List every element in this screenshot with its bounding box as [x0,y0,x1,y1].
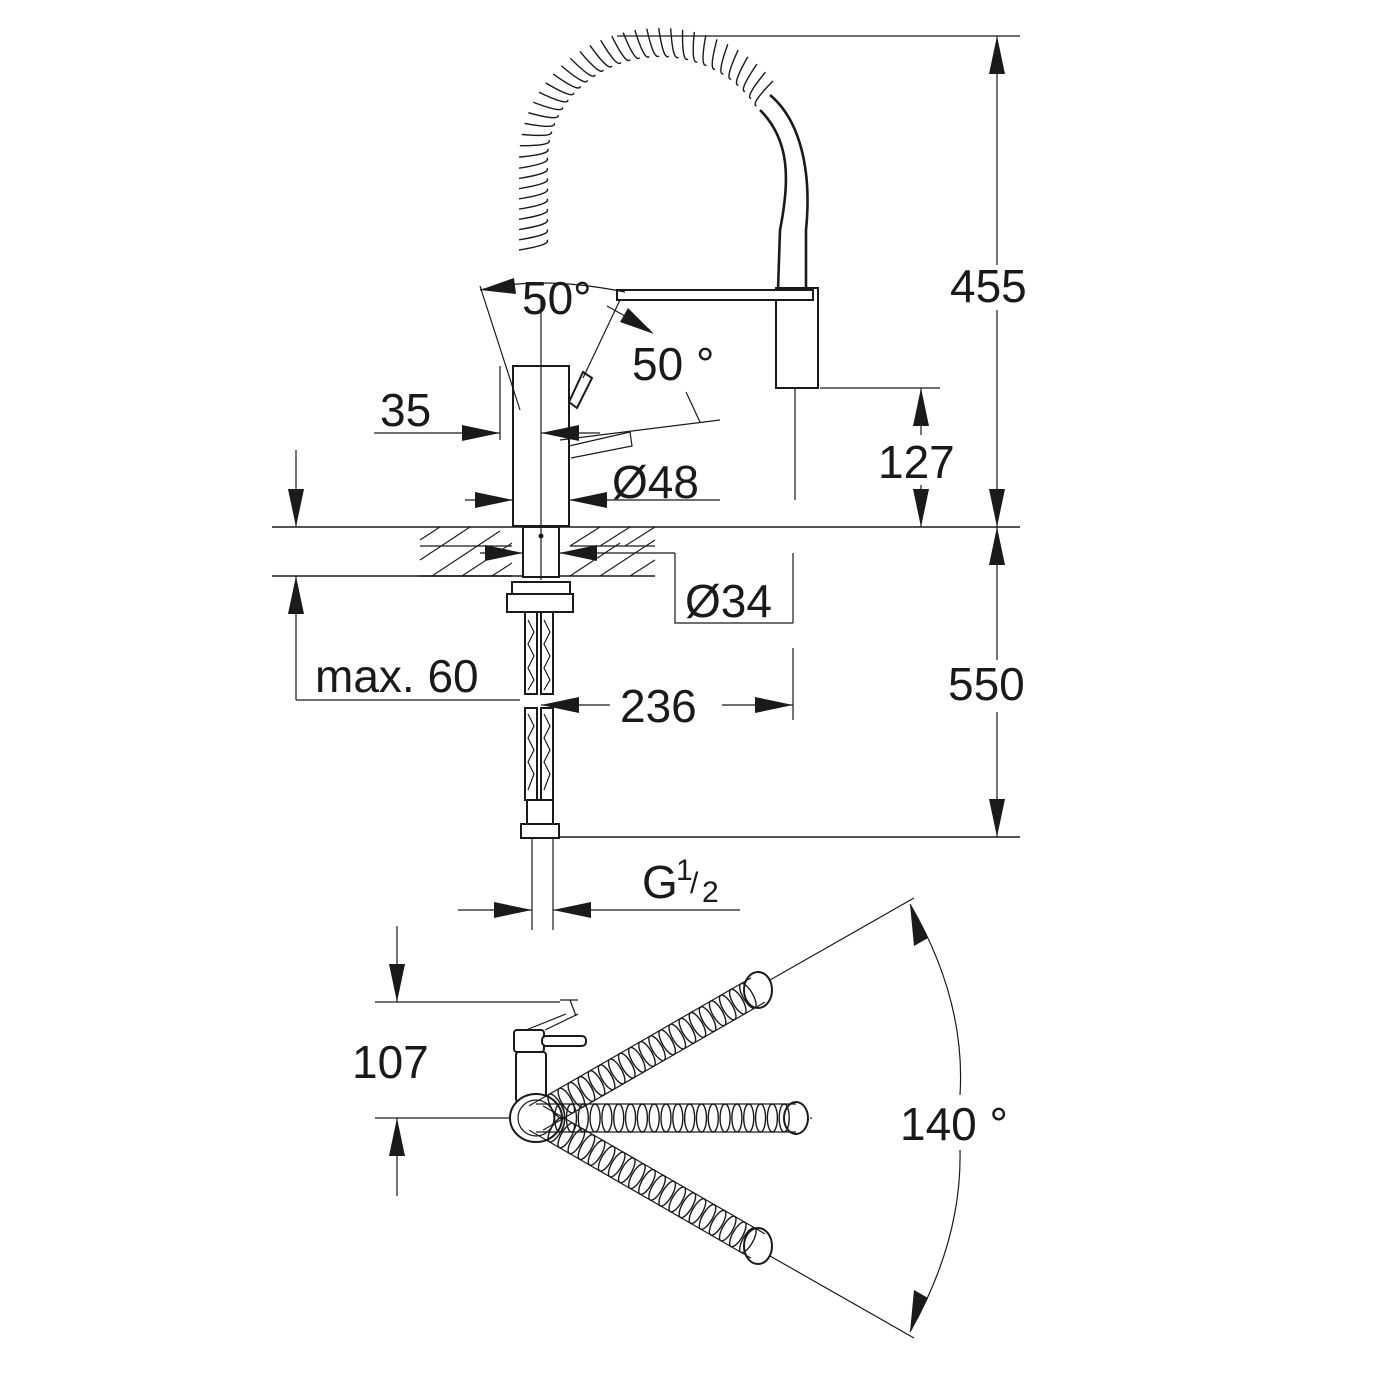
coil-winding [669,28,679,59]
top-coil-loop [719,1103,731,1133]
coil-winding [569,57,596,77]
lever [479,285,721,459]
coil-winding [589,45,613,68]
top-coil-loop [589,1103,601,1133]
coil-winding [728,49,739,80]
spring-coil [518,27,774,251]
coil-winding [560,65,589,83]
dim-swivel-angle: 140 ° [900,903,1008,1333]
coil-winding [521,131,553,137]
top-coil-edge [542,1105,766,1235]
dim-body-diameter: Ø48 [465,456,720,508]
coil-winding [519,139,551,147]
top-coil-loop [672,1103,684,1133]
coil-winding [524,122,556,128]
supply-hoses [506,581,1020,930]
coil-winding [748,71,766,100]
coil-winding [579,50,604,72]
coil-winding [518,188,549,200]
coil-winding [518,148,549,158]
coil-winding [622,32,641,60]
top-coil-loop [743,1103,755,1133]
top-coil-loop [601,1103,613,1133]
coil-winding [702,35,707,66]
coil-winding [532,101,564,111]
dim-label-140: 140 ° [900,1098,1008,1150]
dim-label-35: 35 [380,384,431,436]
top-coil-loop [731,1103,743,1133]
dim-max-thickness: max. 60 [288,450,520,702]
dim-label-g: G [642,856,678,908]
coil-winding [611,35,631,62]
coil-winding [720,44,729,75]
top-coil-loop [577,1103,589,1133]
coil-winding [735,56,749,86]
coil-winding [552,73,582,89]
dim-hole-diameter: Ø34 [480,545,793,627]
top-view [509,897,915,1339]
dim-top-offset: 107 [352,926,560,1196]
dim-label-50-side: 50 ° [632,338,714,390]
coil-winding [538,91,569,103]
top-coil-loop [695,1103,708,1133]
dim-label-max60: max. 60 [315,650,479,702]
dim-label-thread-den: 2 [702,876,719,909]
dim-label-455: 455 [950,260,1027,312]
coil-winding [658,27,670,58]
top-coil-edge [528,1129,752,1259]
countertop-hatching [419,526,656,577]
coil-winding [646,28,660,58]
top-coil-loop [754,1103,767,1133]
top-coil-loop [648,1103,660,1133]
dim-reach: 236 [541,680,793,732]
top-coil-loop [683,1103,696,1133]
dim-label-107: 107 [352,1036,429,1088]
coil-winding [518,218,549,231]
top-coil-edge [528,977,752,1107]
dim-label-127: 127 [878,436,955,488]
coil-winding [754,80,774,107]
dim-label-48: Ø48 [612,456,699,508]
top-coil-loop [636,1103,649,1133]
coil-winding [681,29,689,61]
dim-lever-offset: 35 [374,384,600,441]
top-coil-loop [660,1103,672,1133]
coil-winding [528,111,559,119]
coil-winding [692,31,698,63]
dim-label-34: Ø34 [685,575,772,627]
coil-winding [545,82,575,96]
spout [616,94,940,720]
dim-lever-angle-up: 50° [479,272,654,334]
dim-thread: G 1 / 2 [458,854,740,918]
dim-label-236: 236 [620,680,697,732]
dim-height-total: 455 [617,35,1027,527]
coil-winding [518,208,549,221]
faucet-body [512,300,570,580]
dim-label-50-up: 50° [522,272,592,324]
coil-winding [518,167,549,180]
coil-winding [518,229,549,241]
coil-winding [518,157,549,169]
coil-winding [518,177,549,190]
top-coil-loop [707,1103,719,1133]
top-coil-loop [624,1103,637,1133]
top-view-coils [528,977,796,1259]
coil-winding [518,239,549,251]
top-coil-loop [766,1103,779,1133]
dim-label-thread-slash: / [690,867,699,900]
dim-hose-length: 550 [948,527,1025,837]
countertop [272,526,1020,577]
coil-winding [711,39,718,70]
top-coil-loop [613,1103,625,1133]
dim-label-550: 550 [948,658,1025,710]
coil-winding [634,29,650,58]
coil-winding [600,39,622,65]
dim-spout-height: 127 [878,388,955,527]
dim-label-thread-num: 1 [676,854,693,887]
coil-winding [518,198,549,210]
coil-winding [742,63,758,93]
